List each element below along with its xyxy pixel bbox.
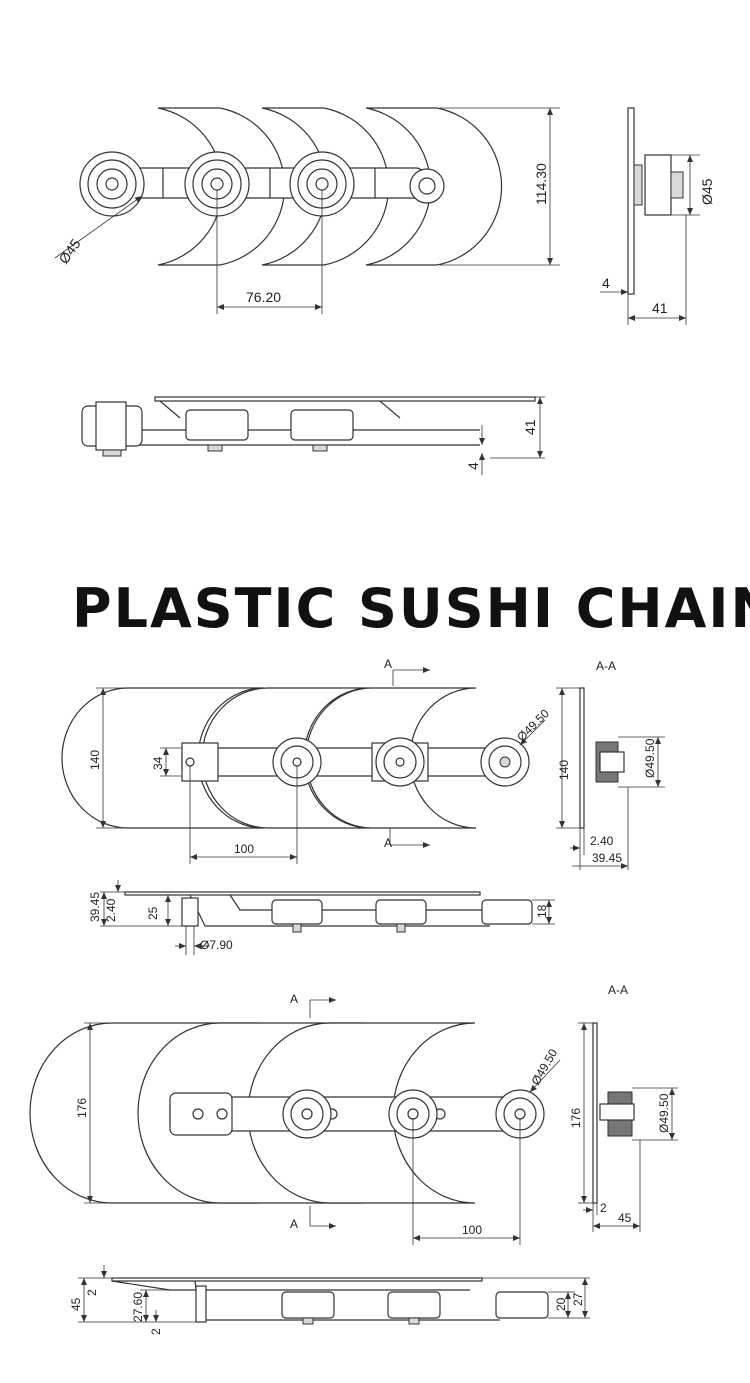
section-title: A-A xyxy=(596,659,616,673)
dimension-label: 34 xyxy=(151,756,165,770)
section-mark: A xyxy=(384,657,392,671)
dimension-label: 4 xyxy=(602,275,610,291)
dimension-label: 45 xyxy=(69,1297,83,1311)
dimension-label: 25 xyxy=(146,906,160,920)
dimension-label: 2.40 xyxy=(104,898,118,922)
dimension-label: Ø49.50 xyxy=(643,738,657,778)
chain-link xyxy=(107,167,425,199)
diagram-2-top-view: A A 140 34 100 Ø49.50 xyxy=(61,657,552,864)
dimension-label: 114.30 xyxy=(533,163,549,205)
dimension-label: 2.40 xyxy=(590,834,614,848)
dimension-label: 100 xyxy=(234,842,254,856)
diagram-3-section-view: A-A 176 Ø49.50 2 45 xyxy=(569,983,678,1232)
dimension-label: 27 xyxy=(571,1292,585,1306)
roller xyxy=(184,151,250,217)
dimension-label: 41 xyxy=(652,300,668,316)
roller xyxy=(289,151,355,217)
dimension-label: 176 xyxy=(569,1108,583,1128)
plate xyxy=(157,107,286,266)
plate xyxy=(261,107,390,266)
section-mark: A xyxy=(290,992,298,1006)
dimension-label: 20 xyxy=(554,1297,568,1311)
section-title: A-A xyxy=(608,983,628,997)
roller xyxy=(495,1089,545,1139)
roller xyxy=(480,737,530,787)
dimension-label: Ø49.50 xyxy=(514,706,552,744)
dimension-label: Ø49.50 xyxy=(657,1093,671,1133)
section-mark: A xyxy=(290,1217,298,1231)
dimension-label: 2 xyxy=(149,1328,163,1335)
dimension-label: 41 xyxy=(522,419,538,435)
diagram-1-side-view: Ø45 41 4 xyxy=(600,107,715,325)
dimension-label: Ø49.50 xyxy=(528,1046,560,1087)
diagram-1-bottom-view: 41 4 xyxy=(81,396,545,475)
roller xyxy=(79,151,145,217)
section-mark: A xyxy=(384,836,392,850)
diagram-2-bottom-view: 39.45 2.40 25 Ø7.90 18 xyxy=(88,880,555,955)
diagram-3-top-view: A A 176 100 Ø49.50 xyxy=(29,992,560,1245)
dimension-label: Ø7.90 xyxy=(200,938,233,952)
roller xyxy=(282,1089,332,1139)
diagram-3-bottom-view: 45 2 27.60 2 20 27 xyxy=(69,1265,590,1335)
dimension-label: 100 xyxy=(462,1223,482,1237)
dimension-label: Ø45 xyxy=(699,178,715,205)
dimension-label: 27.60 xyxy=(131,1292,145,1322)
dimension-label: 2 xyxy=(600,1201,607,1215)
dimension-label: 4 xyxy=(465,462,481,470)
page-title: PLASTIC SUSHI CHAIN xyxy=(72,577,750,640)
dimension-label: 176 xyxy=(75,1098,89,1118)
dimension-label: 39.45 xyxy=(592,851,622,865)
diagram-1-top-view: Ø45 76.20 114.30 xyxy=(54,107,560,314)
chain-link xyxy=(181,747,513,777)
dimension-label: 45 xyxy=(618,1211,632,1225)
dimension-label: 39.45 xyxy=(88,892,102,922)
dimension-label: 18 xyxy=(535,904,549,918)
dimension-label: 140 xyxy=(88,750,102,770)
dimension-label: 76.20 xyxy=(246,289,281,305)
dimension-label: 140 xyxy=(557,760,571,780)
dimension-label: 2 xyxy=(85,1289,99,1296)
diagram-2-section-view: A-A 140 Ø49.50 2.40 39.45 xyxy=(556,659,665,870)
roller xyxy=(375,737,425,787)
